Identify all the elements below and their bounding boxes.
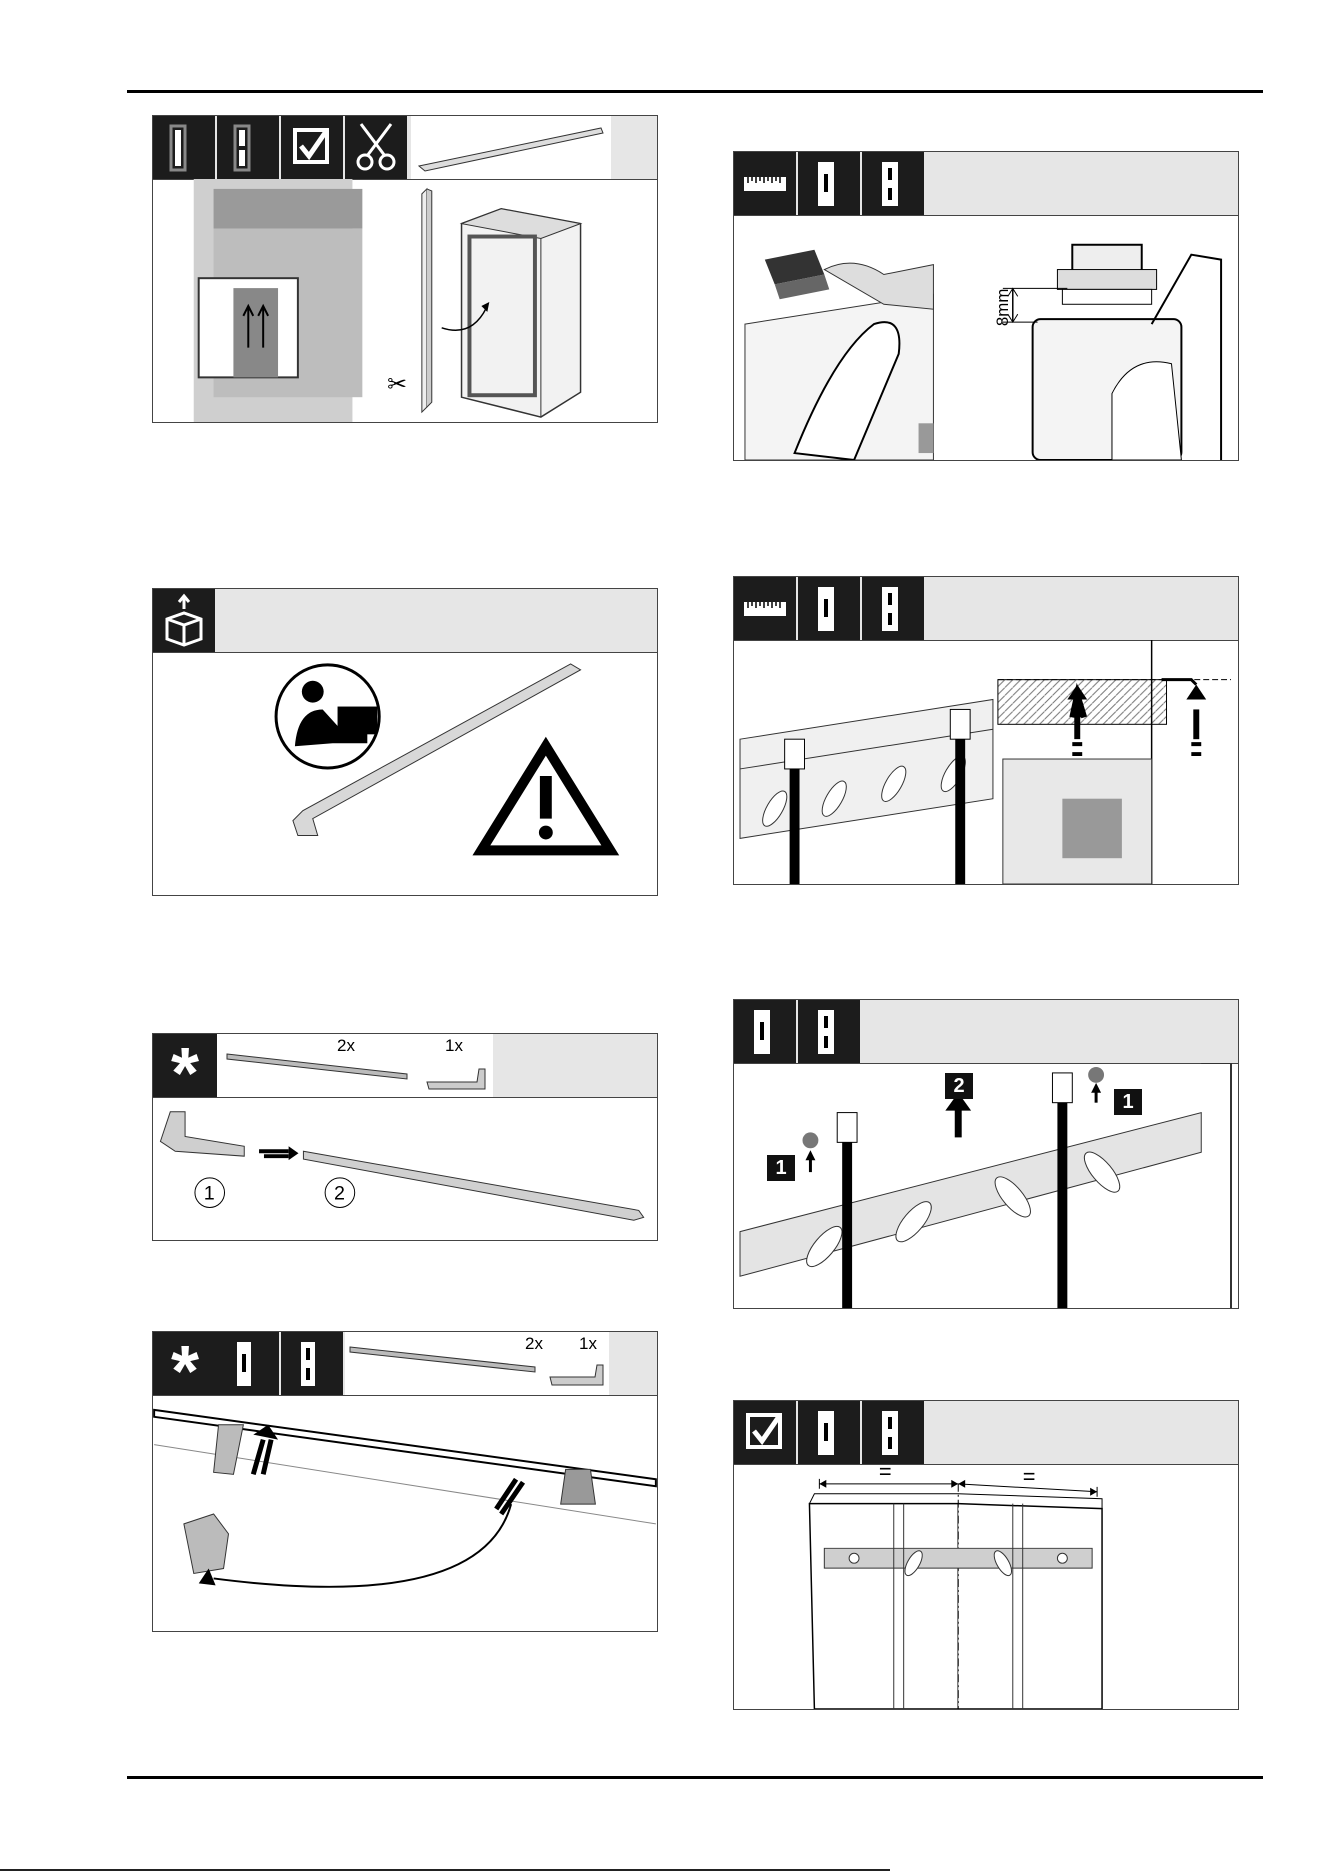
- bottom-rule: [127, 1776, 1263, 1779]
- panel-parts-callouts: * 2x 1x 1 2: [152, 1033, 658, 1241]
- fridge-left-icon: [734, 1000, 796, 1063]
- ruler-icon: [734, 577, 796, 640]
- qty-rail: 2x: [525, 1334, 543, 1354]
- svg-text:✂: ✂: [387, 370, 407, 398]
- panel-illustration: [734, 640, 1238, 884]
- panel-flush-alignment: [733, 576, 1239, 885]
- fridge-left-icon: [798, 1401, 860, 1464]
- panel-illustration: [153, 1395, 657, 1631]
- fridge-combi-icon: [281, 1332, 343, 1395]
- dimension-label: 8mm: [993, 289, 1012, 326]
- panel-header: * 2x 1x: [153, 1332, 657, 1396]
- box-unpack-icon: [153, 589, 215, 652]
- panel-illustration: 2 1 1: [734, 1063, 1238, 1308]
- fridge-left-icon: [217, 1332, 279, 1395]
- equal-right: =: [1023, 1464, 1036, 1489]
- panel-header: * 2x 1x: [153, 1034, 657, 1098]
- qty-clip: 1x: [579, 1334, 597, 1354]
- step-badge-1-left: 1: [767, 1155, 795, 1181]
- parts-thumbnail: 2x 1x: [345, 1332, 609, 1395]
- callout-2: 2: [334, 1183, 345, 1205]
- top-rule: [127, 90, 1263, 93]
- qty-clip: 1x: [445, 1036, 463, 1056]
- panel-header: [734, 152, 1238, 216]
- panel-illustration: ✂: [153, 179, 657, 422]
- panel-illustration: 1 2: [153, 1097, 657, 1240]
- callout-1: 1: [204, 1183, 215, 1205]
- trim-strip-thumbnail: [411, 116, 611, 179]
- fridge-left-icon: [153, 116, 215, 179]
- panel-header: [734, 577, 1238, 641]
- fridge-left-icon: [798, 577, 860, 640]
- panel-center-check: = =: [733, 1400, 1239, 1710]
- panel-trim-strip: ✂: [152, 115, 658, 423]
- panel-gap-8mm: 8mm: [733, 151, 1239, 461]
- checkbox-icon: [734, 1401, 796, 1464]
- fridge-combi-icon: [217, 116, 279, 179]
- panel-illustration: [153, 652, 657, 895]
- step-badge-1-right: 1: [1114, 1089, 1142, 1115]
- footer-line: [0, 1869, 890, 1871]
- asterisk-icon: *: [153, 1034, 217, 1097]
- fridge-combi-icon: [862, 577, 924, 640]
- fridge-left-icon: [798, 152, 860, 215]
- qty-rail: 2x: [337, 1036, 355, 1056]
- panel-unpack-warning: [152, 588, 658, 896]
- checkbox-icon: [281, 116, 343, 179]
- parts-thumbnail: 2x 1x: [217, 1034, 493, 1097]
- panel-header: [734, 1000, 1238, 1064]
- equal-left: =: [879, 1464, 892, 1484]
- panel-header: [153, 589, 657, 653]
- panel-header: [153, 116, 657, 180]
- panel-header: [734, 1401, 1238, 1465]
- ruler-icon: [734, 152, 796, 215]
- fridge-combi-icon: [798, 1000, 860, 1063]
- fridge-combi-icon: [862, 152, 924, 215]
- fridge-combi-icon: [862, 1401, 924, 1464]
- panel-illustration: = =: [734, 1464, 1238, 1709]
- panel-lift-bracket: 2 1 1: [733, 999, 1239, 1309]
- step-badge-2: 2: [945, 1073, 973, 1099]
- asterisk-icon: *: [153, 1332, 217, 1395]
- panel-illustration: 8mm: [734, 215, 1238, 460]
- scissors-icon: [345, 116, 407, 179]
- panel-clip-placement: * 2x 1x: [152, 1331, 658, 1632]
